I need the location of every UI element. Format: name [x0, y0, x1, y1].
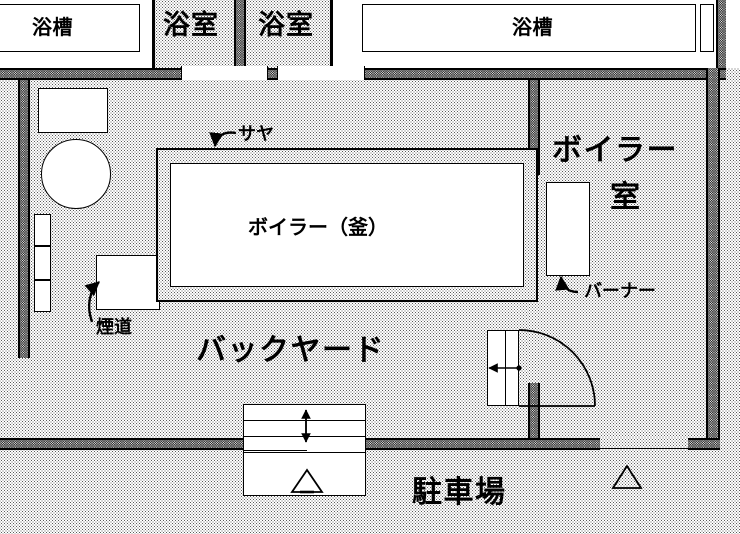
- flue-box: [96, 255, 160, 310]
- label-boiler-room-line1: ボイラー: [552, 134, 678, 167]
- label-burner: バーナー: [584, 281, 656, 301]
- bathtub-right-side-strip: [700, 4, 714, 52]
- wall-boiler-partition-upper: [528, 80, 540, 175]
- bottom-opening-sill: [600, 448, 690, 449]
- stair-tread-1: [243, 420, 366, 421]
- label-bathtub-left: 浴槽: [32, 17, 73, 39]
- stair-tread-2: [243, 436, 366, 437]
- burner-box: [546, 182, 590, 276]
- bathroom-left-left-edge: [152, 0, 155, 68]
- label-flue: 煙道: [96, 317, 132, 337]
- top-right-wall-core: [716, 0, 726, 68]
- bathtub-right-box: [362, 4, 696, 52]
- wall-between-bathrooms: [234, 0, 246, 68]
- wall-left-exterior: [18, 80, 30, 358]
- stair-tread-3: [243, 452, 366, 453]
- label-parking: 駐車場: [412, 476, 507, 509]
- label-boiler: ボイラー（釜）: [248, 217, 388, 239]
- door-leaf: [487, 330, 519, 406]
- label-saya: サヤ: [238, 124, 274, 144]
- label-backyard: バックヤード: [196, 334, 385, 367]
- fixture-circle-tank: [41, 139, 111, 209]
- door-leaf-inner-line: [505, 330, 506, 406]
- label-boiler-room-line2: 室: [610, 181, 642, 214]
- wall-bottom-right-segment: [688, 438, 720, 450]
- label-bathtub-right: 浴槽: [512, 17, 553, 39]
- wall-boiler-partition-lower: [528, 383, 540, 438]
- bathroom-right-cell: [246, 0, 330, 68]
- boiler-body: [170, 163, 524, 287]
- bathroom-left-cell: [152, 0, 234, 68]
- fixture-stack-box-3: [34, 280, 51, 312]
- fixture-rect-top-left: [38, 88, 108, 133]
- label-bathroom-left: 浴室: [163, 10, 219, 40]
- label-bathroom-right: 浴室: [258, 10, 314, 40]
- wall-bathroom-right-to-tub: [330, 0, 333, 68]
- fixture-stack-box-1: [34, 214, 51, 246]
- fixture-stack-box-2: [34, 246, 51, 280]
- bathtub-left-box: [0, 4, 140, 52]
- wall-right-exterior: [706, 68, 720, 450]
- stair-nosing: [243, 450, 307, 452]
